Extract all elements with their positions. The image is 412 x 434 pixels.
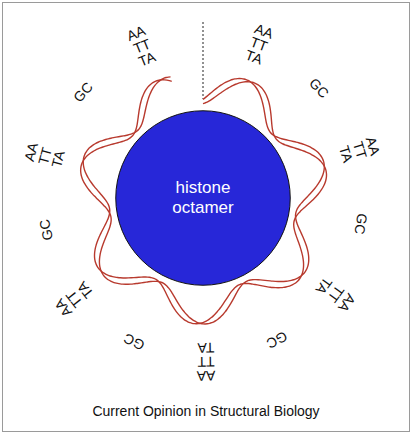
base-pair-label: TA [197,341,214,355]
base-pair-label: GC [264,329,289,351]
dna-strand [83,77,326,324]
base-pair-label: GC [122,332,147,354]
base-pair-label: AA [197,369,216,383]
base-pair-label: GC [37,218,55,241]
base-pair-label: TA [136,49,157,68]
frame [3,3,410,432]
base-pair-label: GC [307,75,332,100]
base-pair-label: TT [197,355,214,369]
dna-entry-line [203,22,204,99]
base-pair-label: GC [352,213,369,236]
node-label: histone octamer [161,178,245,217]
base-pair-label: TA [244,48,265,67]
octamer-disc [116,111,291,286]
caption: Current Opinion in Structural Biology [0,403,412,419]
base-pair-label: GC [71,79,95,104]
histone-circle: histone octamer [115,110,291,286]
base-pair-label: TA [49,149,67,169]
dna-ribbon [81,77,327,324]
